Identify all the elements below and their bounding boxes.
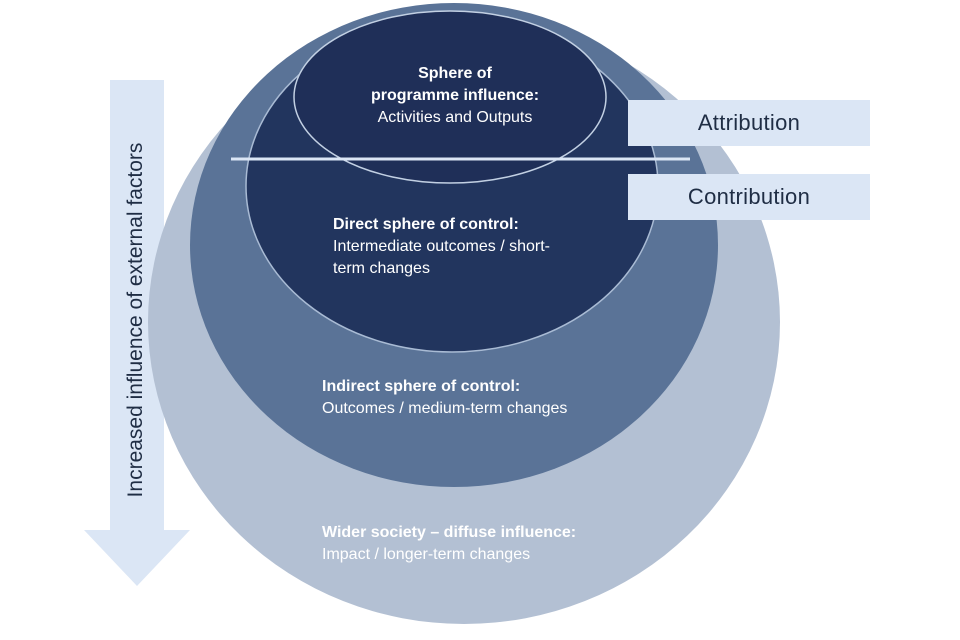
- wider-society-description: Impact / longer-term changes: [322, 546, 531, 563]
- programme-sphere-title-line2: programme influence:: [370, 87, 540, 104]
- direct-sphere-title: Direct sphere of control:: [333, 216, 519, 233]
- direct-sphere-label: Direct sphere of control: Intermediate o…: [333, 214, 633, 280]
- programme-sphere-description: Activities and Outputs: [377, 109, 533, 126]
- programme-sphere-title-line1: Sphere of: [418, 65, 492, 82]
- direct-sphere-description-line2: term changes: [333, 260, 430, 277]
- indirect-sphere-description: Outcomes / medium-term changes: [322, 400, 568, 417]
- wider-society-title: Wider society – diffuse influence:: [322, 524, 577, 541]
- indirect-sphere-title: Indirect sphere of control:: [322, 378, 521, 395]
- programme-sphere-label: Sphere of programme influence: Activitie…: [340, 63, 570, 129]
- external-factors-label: Increased influence of external factors: [124, 142, 147, 498]
- down-arrow: [84, 80, 190, 586]
- indirect-sphere-label: Indirect sphere of control: Outcomes / m…: [322, 376, 642, 420]
- wider-society-label: Wider society – diffuse influence: Impac…: [322, 522, 662, 566]
- direct-sphere-description-line1: Intermediate outcomes / short-: [333, 238, 550, 255]
- contribution-tag: Contribution: [628, 174, 870, 220]
- attribution-tag: Attribution: [628, 100, 870, 146]
- programme-sphere: [293, 10, 607, 184]
